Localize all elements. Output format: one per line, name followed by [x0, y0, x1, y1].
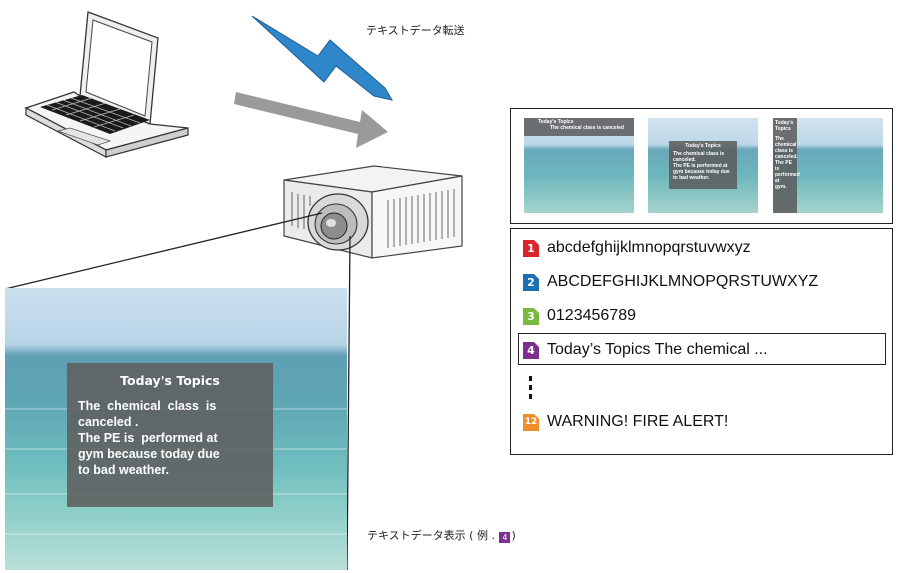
- thumbnail-line: performed at: [775, 172, 800, 184]
- laptop-icon: [24, 11, 189, 158]
- thumbnail-line: class is: [775, 148, 794, 154]
- thumbnail-column: Today's Topics The chemical class is can…: [773, 118, 800, 213]
- number-badge-icon: 3: [523, 307, 539, 325]
- display-caption-prefix: テキストデータ表示 ( 例 .: [367, 529, 499, 542]
- list-item-text: WARNING! FIRE ALERT!: [547, 413, 729, 430]
- example-badge: 4: [499, 532, 511, 543]
- topic-line: to bad weather.: [78, 463, 169, 477]
- thumbnail-line: Topics: [775, 126, 791, 132]
- thumbnail-box: Today's Topics The chemical class is can…: [669, 141, 737, 189]
- list-item-text: abcdefghijklmnopqrstuvwxyz: [547, 239, 751, 256]
- thumbnail-line: canceled.: [673, 157, 696, 163]
- thumbnail-line: Today's: [775, 120, 794, 126]
- text-data-list: 1 abcdefghijklmnopqrstuvwxyz 2 ABCDEFGHI…: [510, 228, 893, 455]
- thumbnail-banner: Today's Topics The chemical class is can…: [524, 118, 634, 136]
- thumbnail-line: to bad weather.: [673, 175, 710, 181]
- number-badge-icon: 4: [523, 341, 539, 359]
- thumbnail-line: canceled.: [775, 154, 798, 160]
- list-item[interactable]: 3 0123456789: [523, 305, 636, 327]
- topic-title: Today's Topics: [120, 373, 220, 388]
- topic-body: The chemical class is canceled . The PE …: [67, 388, 273, 478]
- list-item-text: 0123456789: [547, 307, 636, 324]
- layout-thumbnails-panel: Today's Topics The chemical class is can…: [510, 108, 893, 224]
- signal-bolt-icon: [251, 15, 394, 101]
- thumbnail-line: chemical: [775, 142, 797, 148]
- thumbnail-line: The: [775, 136, 784, 142]
- thumbnail-title: Today's Topics: [685, 143, 721, 149]
- projected-screen: Today's Topics The chemical class is can…: [5, 288, 347, 570]
- thumbnail-title: Today's Topics: [538, 119, 574, 125]
- projection-line-right: [346, 235, 351, 571]
- thumbnail-top-banner[interactable]: Today's Topics The chemical class is can…: [524, 118, 634, 213]
- topic-line: The chemical class is: [78, 399, 217, 413]
- topic-message-box: Today's Topics The chemical class is can…: [67, 363, 273, 507]
- display-caption-suffix: ): [511, 529, 516, 542]
- thumbnail-line: gym.: [775, 184, 787, 190]
- number-badge-icon: 2: [523, 273, 539, 291]
- transfer-caption: テキストデータ転送: [366, 24, 465, 37]
- thumbnail-line: The PE is: [775, 160, 792, 172]
- number-badge-icon: 12: [523, 413, 539, 431]
- list-item[interactable]: 1 abcdefghijklmnopqrstuvwxyz: [523, 237, 751, 259]
- topic-line: gym because today due: [78, 447, 220, 461]
- thumbnail-line: gym because today due: [673, 169, 730, 175]
- ellipsis-vertical-icon: [529, 376, 533, 403]
- thumbnail-line: The PE is performed at: [673, 163, 728, 169]
- selected-row-highlight: [518, 333, 886, 365]
- topic-line: canceled .: [78, 415, 139, 429]
- thumbnail-line: The chemical class is: [673, 151, 725, 157]
- list-item-selected[interactable]: 4 Today’s Topics The chemical ...: [523, 339, 768, 361]
- number-badge-icon: 1: [523, 239, 539, 257]
- projection-line-left: [4, 212, 323, 290]
- transfer-arrow-icon: [234, 92, 388, 148]
- display-caption: テキストデータ表示 ( 例 . 4): [367, 527, 516, 543]
- thumbnail-center-box[interactable]: Today's Topics The chemical class is can…: [648, 118, 758, 213]
- list-item-text: ABCDEFGHIJKLMNOPQRSTUWXYZ: [547, 273, 819, 290]
- list-item-text: Today’s Topics The chemical ...: [547, 341, 768, 358]
- topic-line: The PE is performed at: [78, 431, 218, 445]
- thumbnail-side-column[interactable]: Today's Topics The chemical class is can…: [773, 118, 883, 213]
- list-item[interactable]: 12 WARNING! FIRE ALERT!: [523, 411, 728, 433]
- list-item[interactable]: 2 ABCDEFGHIJKLMNOPQRSTUWXYZ: [523, 271, 818, 293]
- projector-icon: [283, 165, 463, 259]
- thumbnail-text: The chemical class is canceled: [550, 125, 624, 131]
